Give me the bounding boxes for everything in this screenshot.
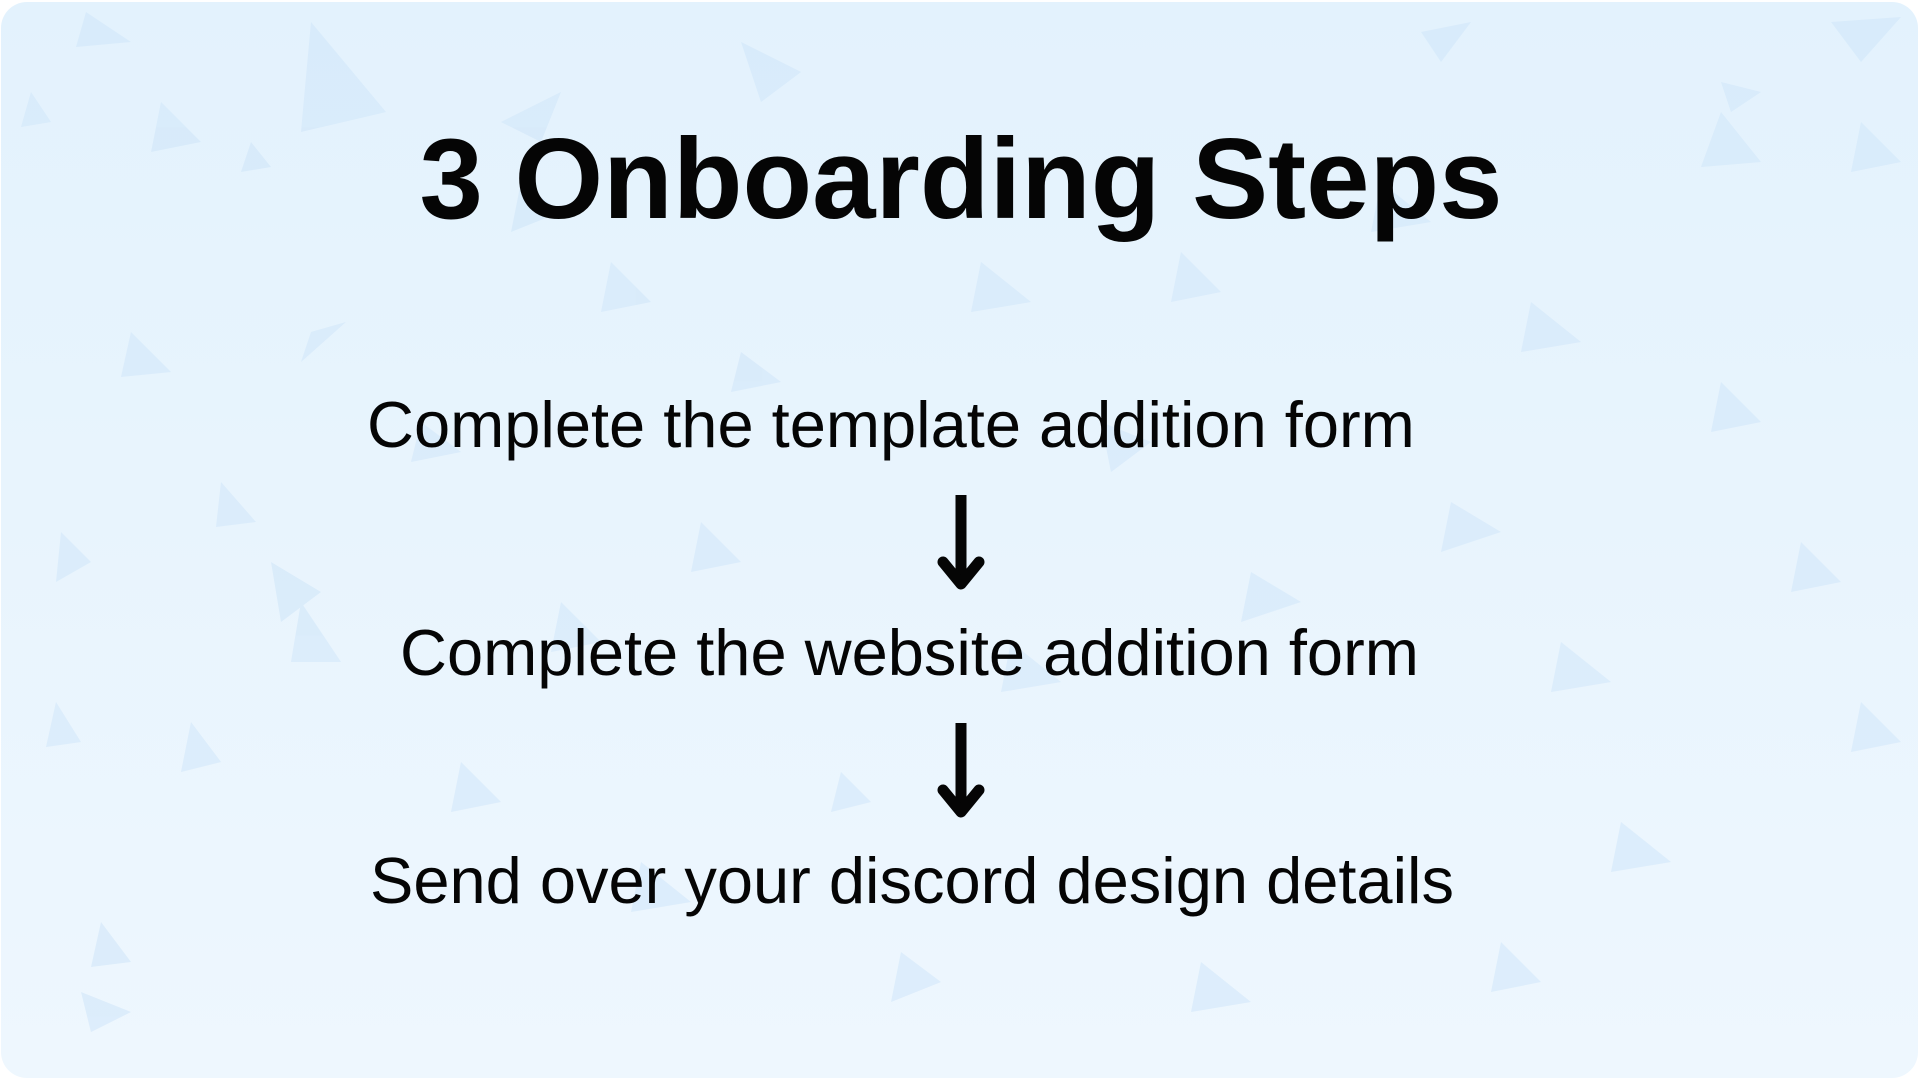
arrow-down-icon	[937, 723, 985, 818]
step-1-text: Complete the template addition form	[367, 388, 1415, 461]
page-title: 3 Onboarding Steps	[419, 116, 1503, 243]
step-2-text: Complete the website addition form	[400, 616, 1419, 689]
arrow-down-icon	[937, 495, 985, 590]
step-3-text: Send over your discord design details	[370, 844, 1454, 917]
